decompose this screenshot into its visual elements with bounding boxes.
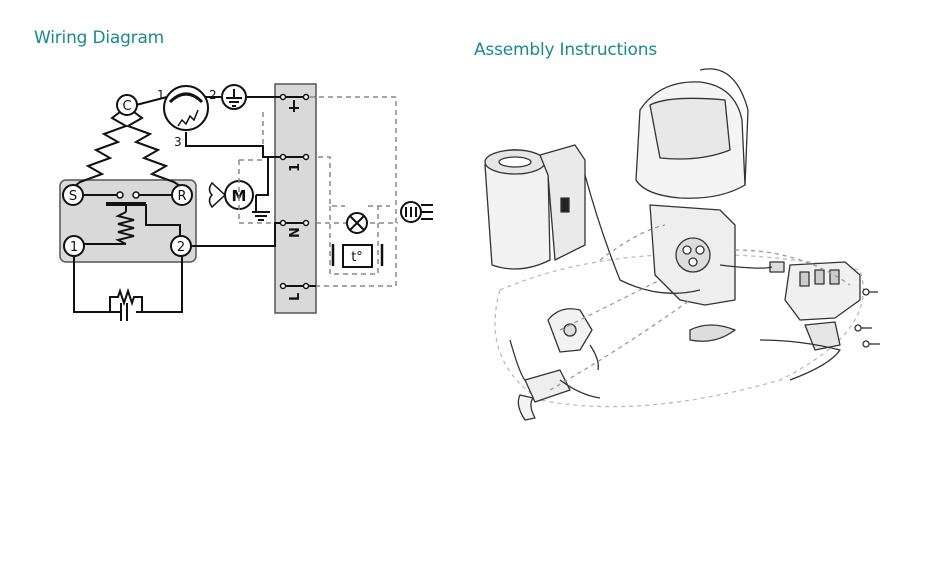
protector-pin-1: 1: [157, 88, 165, 102]
terminal-1-label: 1: [288, 163, 303, 172]
wiring-terminals: C S R 1 2 1 2 3: [62, 84, 254, 257]
protector-pin-3: 3: [174, 135, 182, 149]
thermostat-icon: [331, 244, 384, 268]
thermostat-label: t°: [351, 250, 363, 265]
terminal-l-label: L: [288, 293, 303, 301]
relay-2-label: 2: [177, 240, 185, 255]
thermostat-circuit: [238, 96, 398, 287]
relay-coil: [115, 211, 135, 245]
wiring-diagram-title: Wiring Diagram: [34, 28, 165, 48]
terminal-n-label: N: [288, 227, 303, 238]
terminal-block: [274, 83, 317, 314]
lamp-icon: [346, 212, 368, 234]
run-winding: [125, 111, 181, 187]
ground-icon: [221, 84, 247, 110]
overload-protector: [163, 85, 209, 131]
assembly-illustration: [484, 68, 880, 421]
terminal-block-nodes: 1 N L: [279, 93, 310, 301]
terminal-c-label: C: [122, 99, 131, 114]
terminal-s-label: S: [69, 189, 77, 204]
fan-motor-icon: [208, 180, 254, 210]
assembly-instructions-title: Assembly Instructions: [474, 40, 657, 60]
power-plug-icon: [400, 201, 433, 223]
terminal-r-label: R: [177, 189, 186, 204]
relay-1-label: 1: [70, 240, 78, 255]
protector-pin-2: 2: [209, 88, 217, 102]
start-winding: [74, 111, 129, 187]
